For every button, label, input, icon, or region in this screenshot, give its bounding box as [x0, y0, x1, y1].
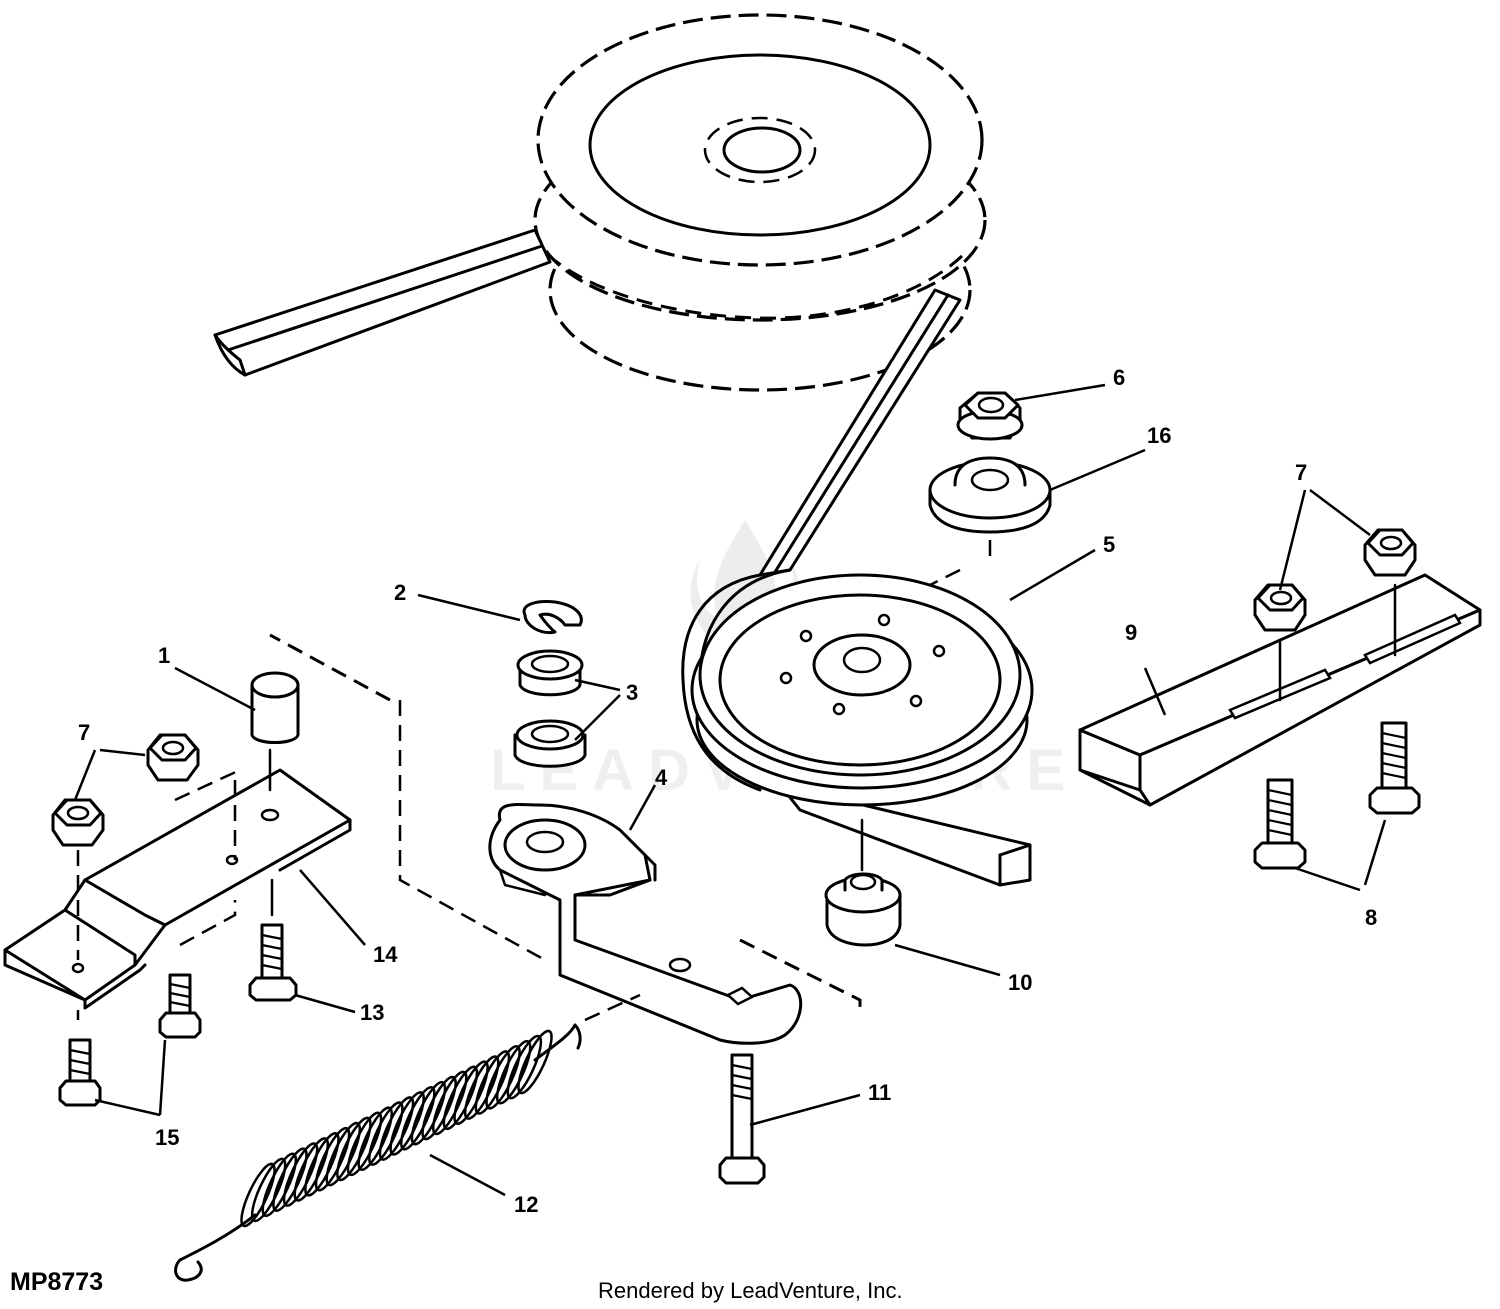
callout-11: 11	[868, 1080, 891, 1105]
callout-5: 5	[1103, 532, 1115, 557]
spring-coil	[357, 1106, 393, 1172]
callout-9: 9	[1125, 620, 1137, 645]
spacer-washer-16	[928, 456, 1052, 587]
bolt-8-b	[1368, 721, 1421, 815]
spring-coil	[336, 1116, 372, 1182]
bolt-15-a	[158, 973, 202, 1039]
spring-coil	[293, 1137, 330, 1202]
spring-coil	[453, 1060, 489, 1125]
callout-10: 10	[1008, 970, 1032, 995]
spring-coil	[240, 1162, 276, 1228]
callout-1: 1	[158, 643, 170, 668]
callout-13: 13	[360, 1000, 384, 1025]
spacer-10	[824, 818, 902, 947]
spring-coil	[517, 1029, 553, 1095]
spring-coil	[431, 1070, 468, 1136]
bushing-3-a	[516, 649, 584, 697]
callout-16: 16	[1147, 423, 1171, 448]
bolt-15-b	[58, 1038, 102, 1107]
spring-12	[174, 993, 641, 1282]
callout-3: 3	[626, 680, 638, 705]
bolt-13	[248, 878, 298, 1002]
spring-coil	[314, 1126, 351, 1192]
spring-coil	[378, 1096, 415, 1161]
spring-coil	[325, 1121, 362, 1187]
e-clip-2	[522, 600, 583, 635]
spring-coil	[474, 1050, 511, 1115]
callout-labels: 1 2 3 4 5 6 7 7 8 9 10 11 12 13 14 15 16	[78, 365, 1377, 1217]
idler-pulley	[690, 573, 1034, 807]
spring-coil	[272, 1147, 308, 1212]
spring-coil	[282, 1142, 319, 1207]
spring-coil	[442, 1065, 479, 1131]
spring-coil	[250, 1157, 287, 1223]
leader-lines	[73, 383, 1387, 1197]
drive-belt	[213, 228, 1032, 887]
spring-coil	[261, 1152, 298, 1218]
upper-pulley-phantom	[533, 13, 987, 392]
spring-coil	[410, 1080, 447, 1146]
render-credit: Rendered by LeadVenture, Inc.	[598, 1278, 903, 1303]
spring-coil	[304, 1132, 340, 1197]
spring-coil	[463, 1055, 500, 1120]
spring-coil	[495, 1039, 532, 1105]
nut-7-left-b	[51, 798, 105, 847]
nut-7-right-b	[1363, 528, 1417, 577]
idler-arm-4	[488, 802, 803, 1045]
callout-15: 15	[155, 1125, 179, 1150]
callout-2: 2	[394, 580, 406, 605]
spring-coil	[389, 1091, 425, 1156]
diagram-code: MP8773	[10, 1268, 103, 1296]
bracket-14	[3, 768, 352, 1010]
pin-1	[250, 671, 300, 792]
spring-coil	[506, 1034, 543, 1100]
spring-coil	[400, 1085, 436, 1151]
callout-12: 12	[514, 1192, 538, 1217]
spring-coil	[485, 1045, 521, 1110]
nut-6	[956, 391, 1024, 441]
spring-coils	[240, 1029, 553, 1228]
callout-7-left: 7	[78, 720, 90, 745]
spring-coil	[421, 1075, 457, 1141]
callout-14: 14	[373, 942, 398, 967]
callout-7-right: 7	[1295, 460, 1307, 485]
bolt-11	[718, 1053, 766, 1185]
spring-coil	[346, 1111, 383, 1177]
bushing-3-b	[513, 719, 587, 768]
spring-coil	[368, 1101, 404, 1166]
bolt-8-a	[1253, 778, 1307, 870]
nut-7-right-a	[1253, 583, 1307, 632]
callout-4: 4	[655, 765, 668, 790]
callout-8: 8	[1365, 905, 1377, 930]
nut-7-left-a	[146, 733, 200, 782]
callout-6: 6	[1113, 365, 1125, 390]
